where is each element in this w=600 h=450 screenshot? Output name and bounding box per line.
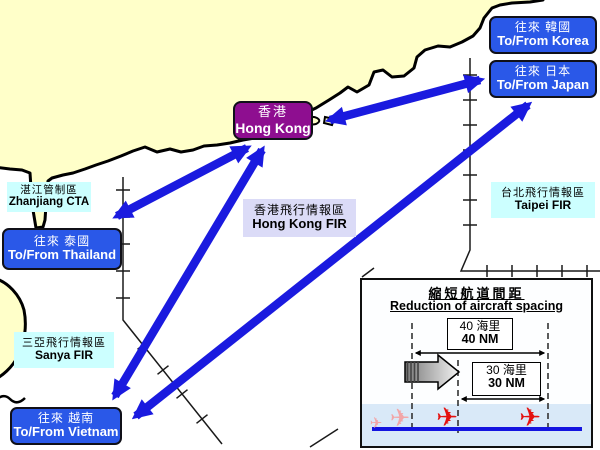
fir-label-taipei-en: Taipei FIR (514, 198, 572, 213)
fir-label-hong-kong-en: Hong Kong FIR (252, 216, 347, 232)
inset-title-en: Reduction of aircraft spacing (390, 299, 563, 313)
aircraft-icon-pink: ✈ (390, 405, 410, 432)
area-label-zhanjiang-cta: 湛江管制區 Zhanjiang CTA (7, 182, 91, 212)
spacing-after-zh: 30 海里 (486, 363, 527, 377)
spacing-after-en: 30 NM (488, 376, 525, 391)
fir-label-taipei: 台北飛行情報區 Taipei FIR (491, 182, 595, 218)
city-label-hong-kong-en: Hong Kong (235, 119, 311, 136)
route-label-korea: 往來 韓國 To/From Korea (489, 16, 597, 54)
fir-label-taipei-zh: 台北飛行情報區 (501, 186, 585, 199)
route-label-vietnam-zh: 往來 越南 (37, 410, 95, 425)
spacing-before-en: 40 NM (461, 332, 499, 347)
area-label-zhanjiang-en: Zhanjiang CTA (8, 196, 90, 209)
route-label-korea-en: To/From Korea (497, 33, 589, 49)
area-label-zhanjiang-zh: 湛江管制區 (20, 184, 78, 197)
aircraft-strip (362, 404, 591, 446)
fir-label-hong-kong: 香港飛行情報區 Hong Kong FIR (243, 199, 356, 237)
route-label-thailand-en: To/From Thailand (7, 247, 117, 263)
route-arrow-vietnam-japan (131, 101, 533, 420)
route-label-japan-en: To/From Japan (496, 77, 590, 93)
strait-squiggle (0, 394, 26, 404)
spacing-before-zh: 40 海里 (459, 319, 501, 333)
route-label-korea-zh: 往來 韓國 (514, 19, 572, 34)
spacing-after-box: 30 海里 30 NM (472, 362, 541, 396)
route-arrows (111, 74, 533, 420)
fir-label-hong-kong-zh: 香港飛行情報區 (253, 202, 345, 217)
spacing-before-box: 40 海里 40 NM (447, 318, 513, 350)
route-label-thailand-zh: 往來 泰國 (33, 233, 91, 248)
route-label-vietnam: 往來 越南 To/From Vietnam (10, 407, 122, 445)
spacing-inset: 縮短航道間距 Reduction of aircraft spacing (360, 278, 593, 448)
inset-diagram: ✈ ✈ ✈ ✈ (362, 323, 591, 446)
aircraft-icon-red-2: ✈ (519, 402, 541, 432)
route-label-japan: 往來 日本 To/From Japan (489, 60, 597, 98)
route-label-thailand: 往來 泰國 To/From Thailand (2, 228, 122, 270)
city-label-hong-kong-zh: 香港 (257, 103, 288, 119)
fir-label-sanya: 三亞飛行情報區 Sanya FIR (14, 332, 114, 368)
fir-label-sanya-zh: 三亞飛行情報區 (22, 336, 106, 349)
aircraft-icon-red-1: ✈ (436, 402, 458, 432)
inset-title-zh: 縮短航道間距 (428, 286, 525, 301)
route-label-vietnam-en: To/From Vietnam (13, 424, 119, 440)
aircraft-icon-pink-small: ✈ (370, 415, 383, 432)
block-arrow-stripes (406, 362, 419, 382)
city-label-hong-kong: 香港 Hong Kong (233, 101, 313, 140)
reduction-block-arrow (404, 353, 461, 391)
fir-label-sanya-en: Sanya FIR (34, 348, 94, 363)
route-label-japan-zh: 往來 日本 (514, 63, 572, 78)
